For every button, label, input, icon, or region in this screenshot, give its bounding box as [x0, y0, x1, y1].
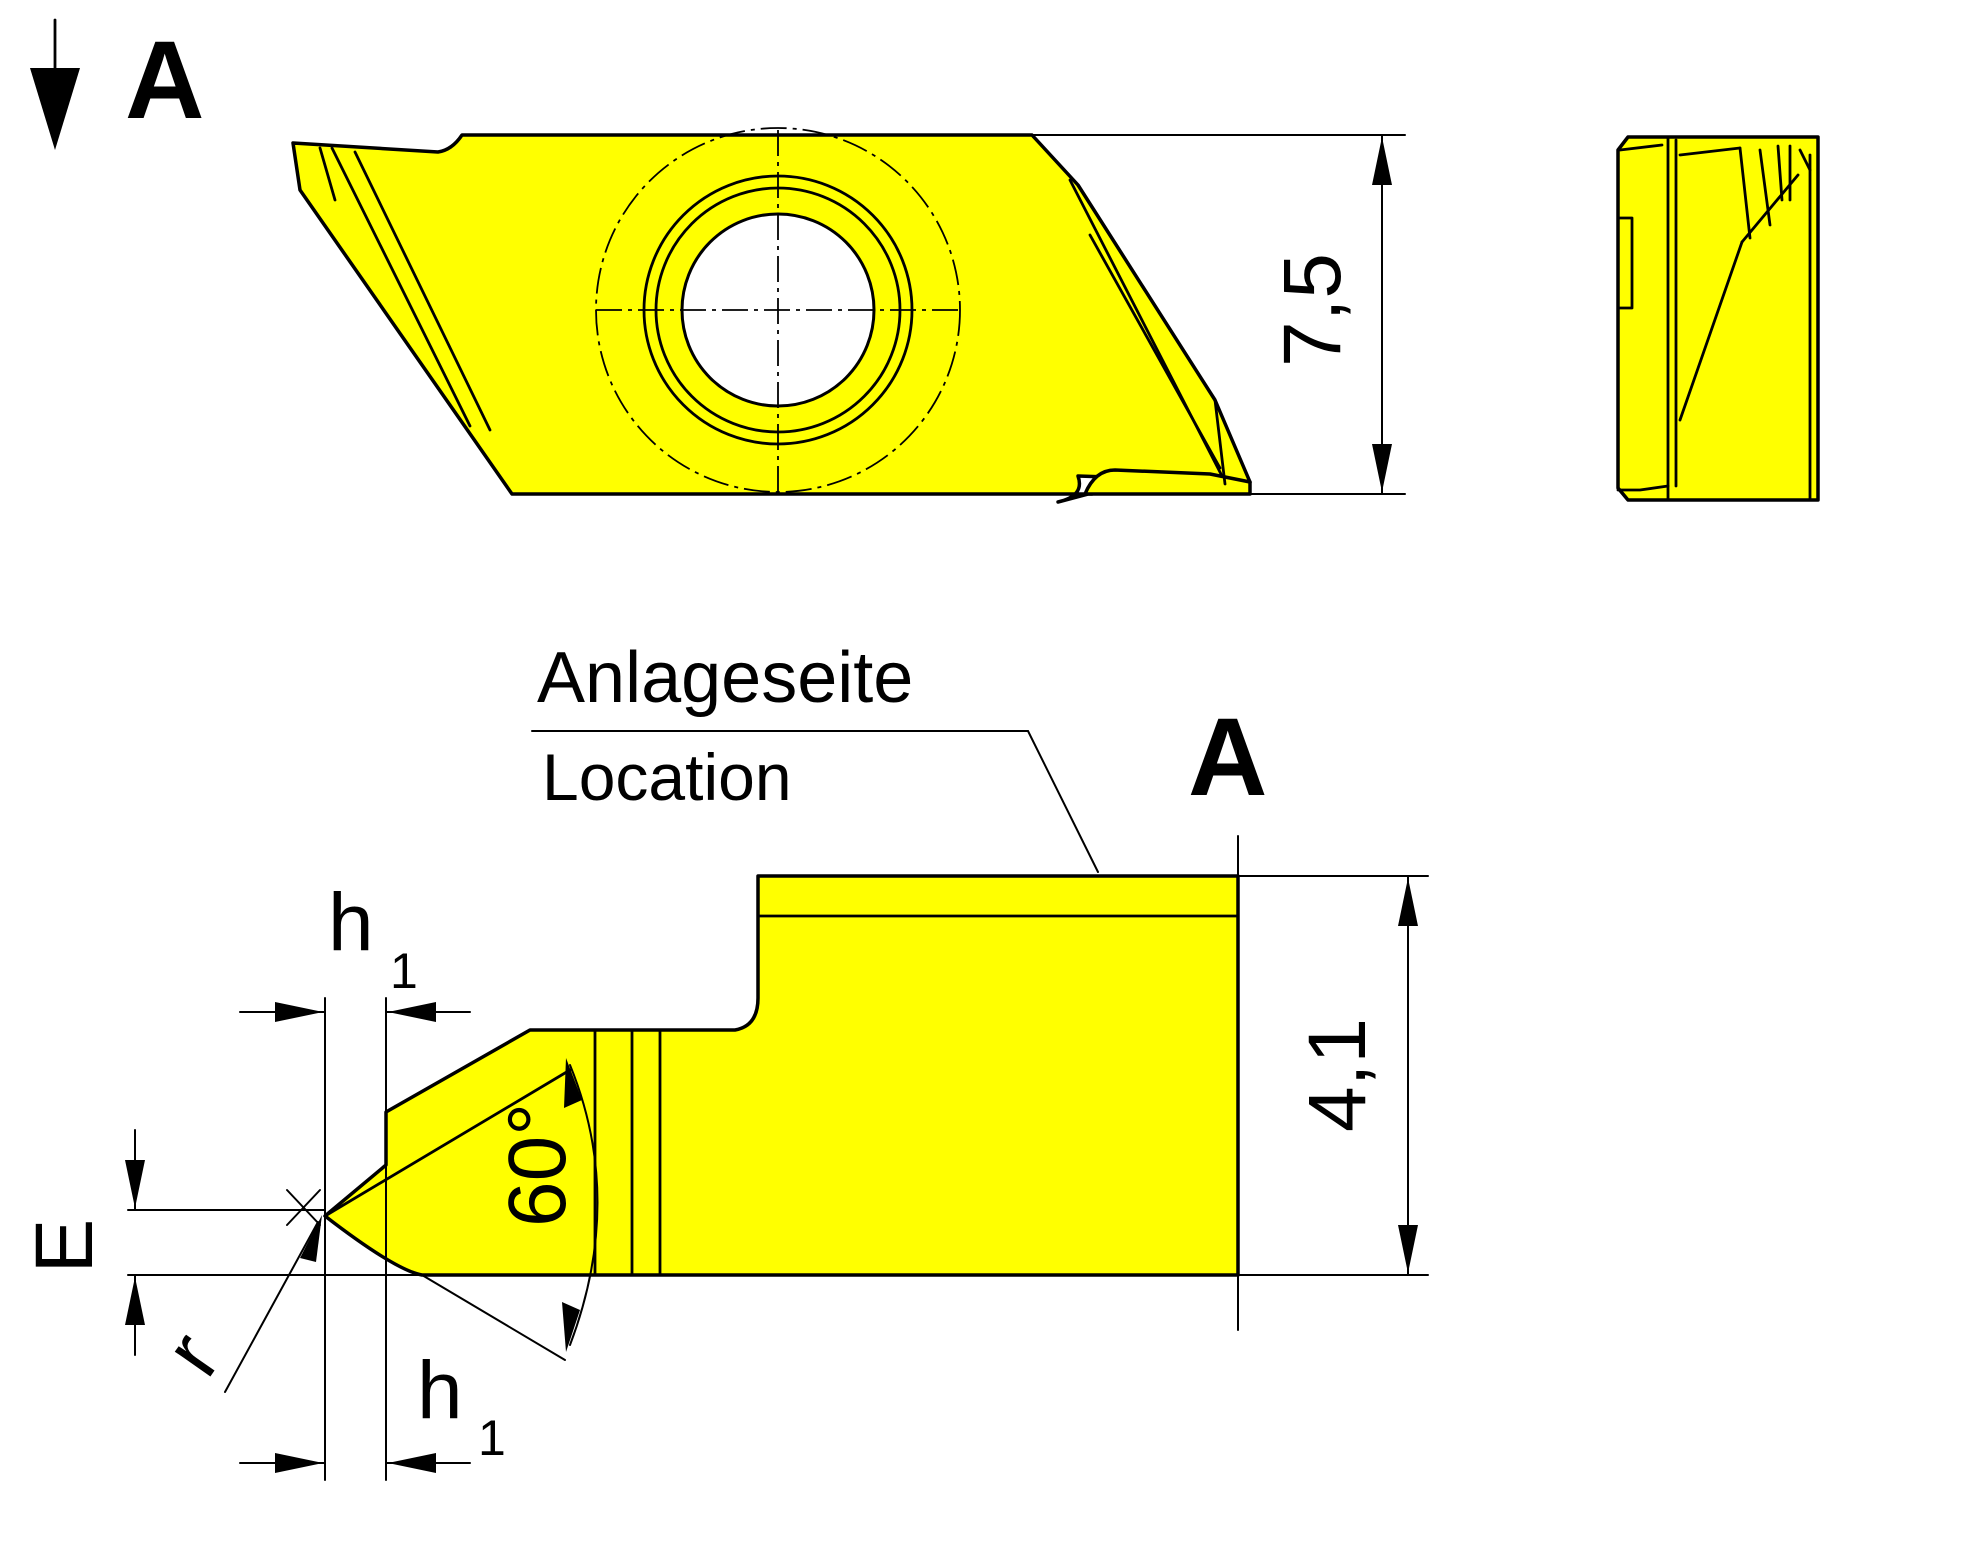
dim-label-4-1: 4,1 — [1292, 1018, 1383, 1132]
h1-subscript-top: 1 — [390, 943, 418, 999]
insert-end-view-body — [1616, 135, 1820, 502]
side-view: Anlageseite Location A 4,1 — [19, 638, 1429, 1481]
dimension-4-1: 4,1 — [1292, 875, 1418, 1276]
top-view: 7,5 — [291, 127, 1406, 504]
dimension-7-5: 7,5 — [1267, 134, 1392, 495]
angle-label: 60° — [492, 1103, 583, 1227]
insert-side-view-body — [323, 874, 1240, 1277]
h1-label-top: h — [328, 877, 374, 968]
location-note-de: Anlageseite — [537, 638, 913, 718]
e-label: E — [19, 1219, 110, 1274]
end-view — [1616, 135, 1820, 502]
r-label: r — [147, 1317, 237, 1392]
h1-label-bottom: h — [417, 1345, 463, 1436]
location-leader-line — [1027, 730, 1099, 873]
view-direction-arrow-icon — [30, 68, 80, 150]
insert-top-view-tip — [1083, 468, 1252, 496]
dimension-e: E — [19, 1129, 423, 1356]
view-direction-marker: A — [30, 18, 204, 150]
h1-subscript-bottom: 1 — [478, 1410, 506, 1466]
radius-r: r — [147, 1215, 322, 1393]
view-letter-top: A — [125, 19, 204, 142]
dim-label-7-5: 7,5 — [1267, 253, 1358, 367]
section-letter-a: A — [1188, 696, 1267, 819]
dimension-h1-bottom: h 1 — [239, 1345, 506, 1473]
angle-60: 60° — [421, 1058, 599, 1361]
dimension-h1-top: h 1 — [239, 877, 471, 1481]
location-note-en: Location — [542, 740, 792, 814]
